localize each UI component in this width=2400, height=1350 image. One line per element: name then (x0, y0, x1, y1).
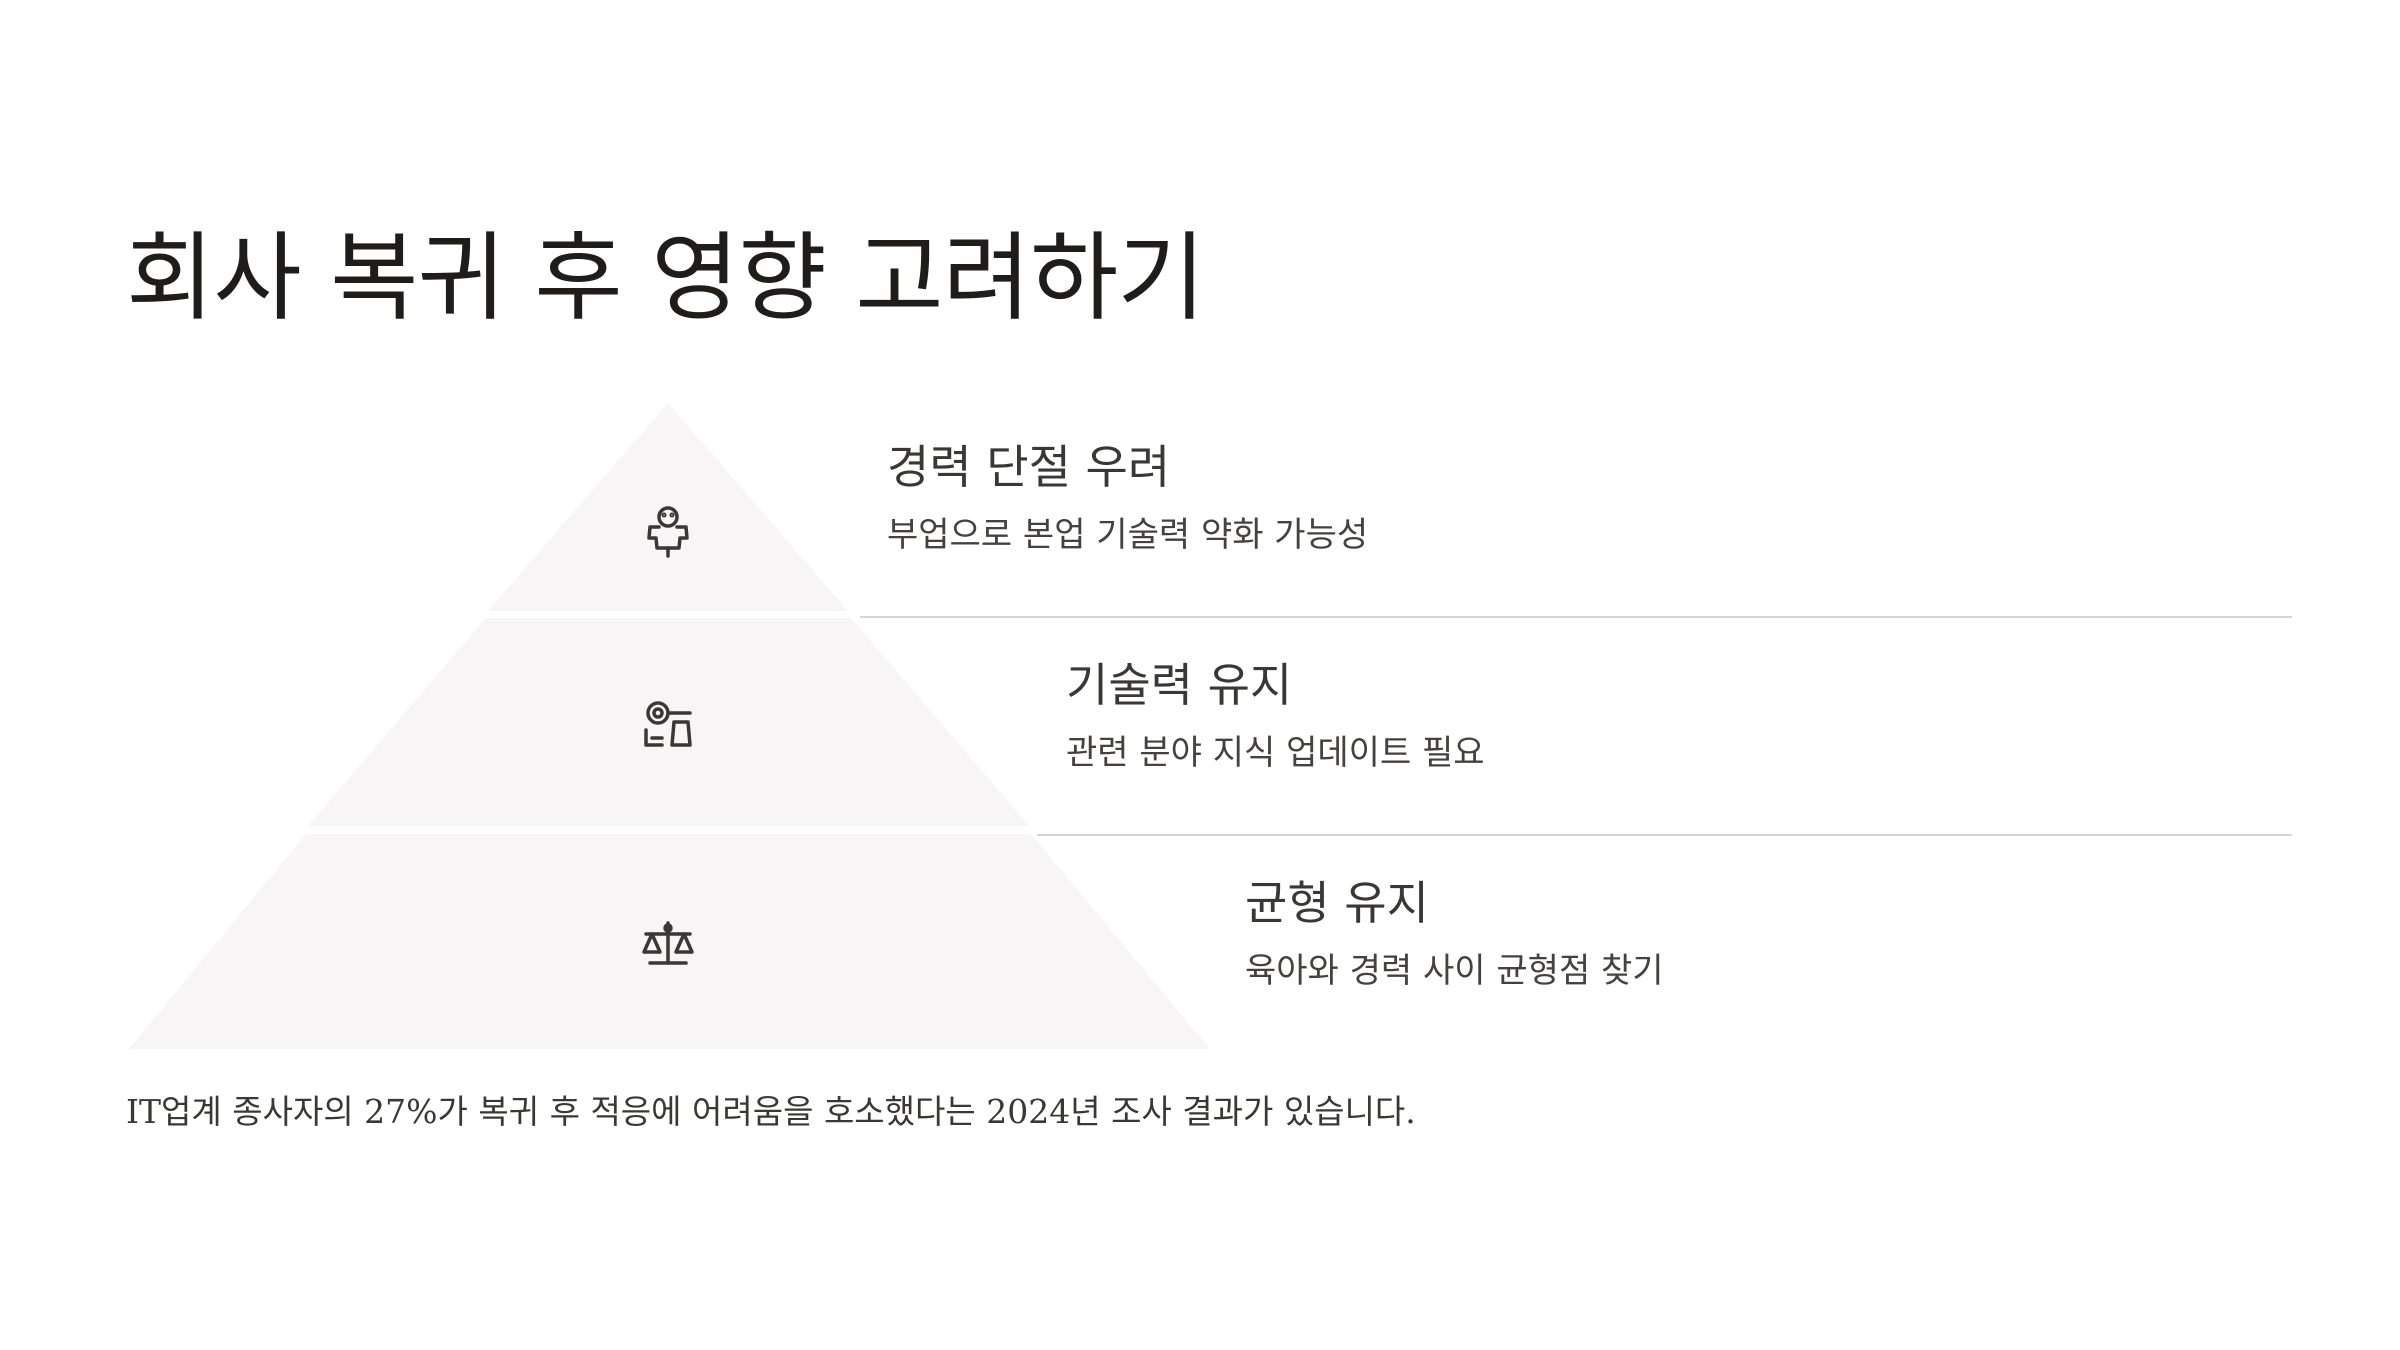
tier-2-heading: 기술력 유지 (1066, 658, 1293, 712)
tier-1-divider (860, 616, 2292, 618)
balance-scale-icon (642, 921, 694, 965)
tier-3-heading: 균형 유지 (1245, 876, 1429, 930)
pyramid-tier-2 (308, 618, 1029, 826)
tier-2-divider (1037, 834, 2292, 836)
footnote: IT업계 종사자의 27%가 복귀 후 적응에 어려움을 호소했다는 2024년… (126, 1092, 1416, 1131)
tier-1-text: 경력 단절 우려 부업으로 본업 기술력 약화 가능성 (887, 437, 1368, 559)
tier-2-description: 관련 분야 지식 업데이트 필요 (1066, 733, 1485, 773)
tier-3-text: 균형 유지 육아와 경력 사이 균형점 찾기 (1245, 873, 1664, 995)
tier-1-description: 부업으로 본업 기술력 약화 가능성 (887, 515, 1369, 555)
tier-1-heading: 경력 단절 우려 (887, 440, 1171, 494)
page-title: 회사 복귀 후 영향 고려하기 (126, 222, 1206, 334)
skills-tools-icon (644, 701, 692, 747)
worried-person-icon (647, 506, 689, 558)
tier-3-description: 육아와 경력 사이 균형점 찾기 (1245, 951, 1664, 991)
tier-2-text: 기술력 유지 관련 분야 지식 업데이트 필요 (1066, 655, 1485, 777)
